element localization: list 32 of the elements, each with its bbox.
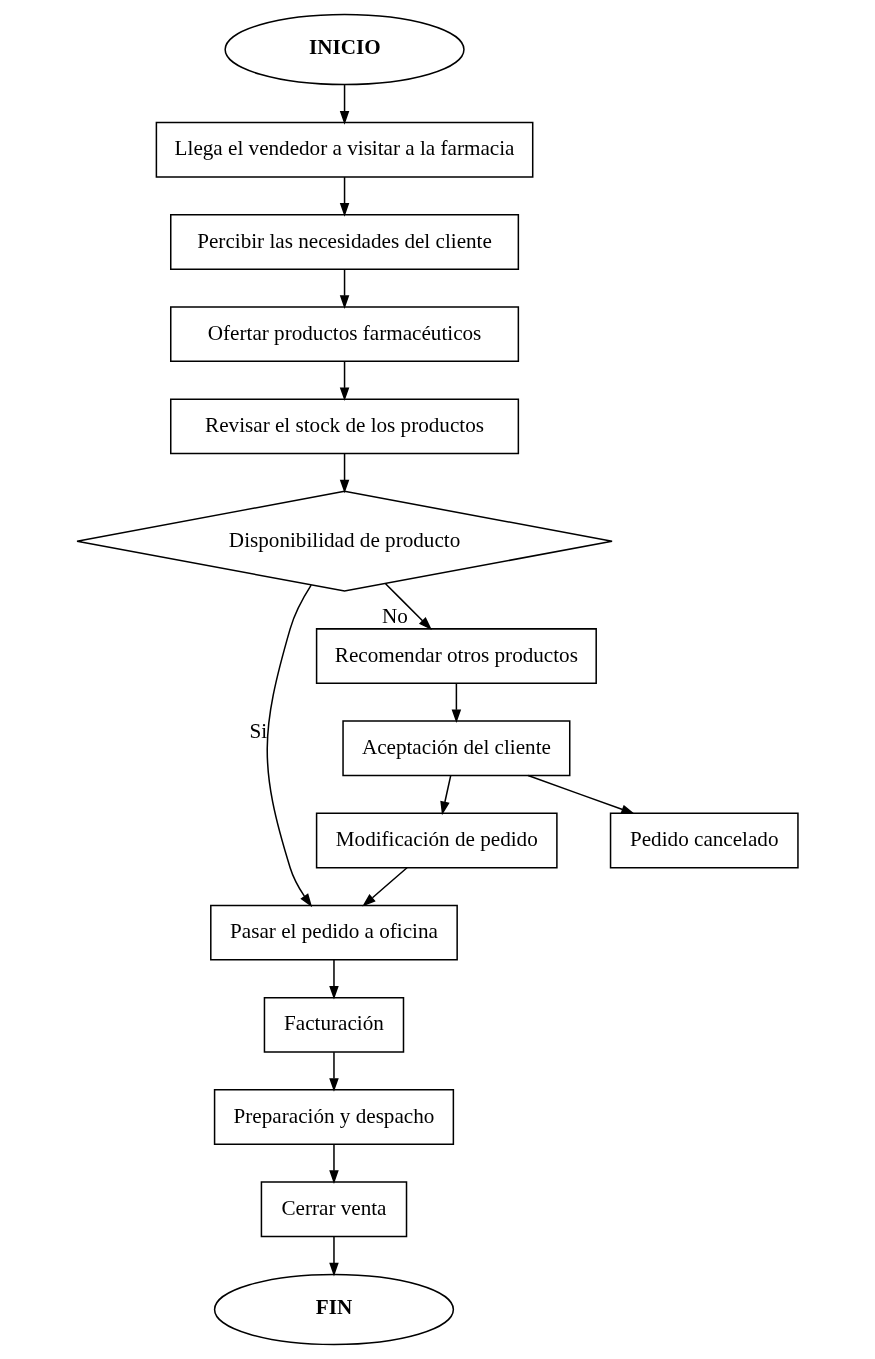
node-box: Modificación de pedido xyxy=(315,812,558,869)
node-diamond: Disponibilidad de producto xyxy=(76,490,613,592)
arrow xyxy=(329,1051,339,1092)
node-ellipse: FIN xyxy=(213,1273,455,1346)
node-box: Recomendar otros productos xyxy=(315,628,597,685)
node-box: Percibir las necesidades del cliente xyxy=(170,214,520,270)
node-box: Revisar el stock de los productos xyxy=(170,398,520,455)
arrow xyxy=(384,583,432,631)
node-box: Aceptación del cliente xyxy=(342,720,571,777)
arrow xyxy=(339,360,350,402)
edge-label: No xyxy=(381,603,408,628)
arrow xyxy=(339,176,350,217)
arrow xyxy=(451,682,462,723)
arrow xyxy=(329,1236,339,1277)
arrow xyxy=(339,453,350,494)
arrow xyxy=(329,1143,339,1184)
arrow xyxy=(527,774,635,814)
node-box: Llega el vendedor a visitar a la farmacia xyxy=(155,121,534,178)
arrow xyxy=(362,867,408,907)
node-box: Ofertar productos farmacéuticos xyxy=(170,306,520,363)
node-box: Pedido cancelado xyxy=(609,812,799,869)
arrow xyxy=(339,268,350,309)
node-box: Preparación y despacho xyxy=(213,1089,455,1145)
node-box: Cerrar venta xyxy=(260,1181,408,1238)
node-ellipse: INICIO xyxy=(224,13,465,86)
edge-label: Si xyxy=(249,718,268,743)
arrow xyxy=(329,959,339,1000)
arrow xyxy=(440,774,452,816)
arrow xyxy=(266,584,313,908)
node-box: Pasar el pedido a oficina xyxy=(210,904,458,961)
node-box: Facturación xyxy=(263,996,405,1053)
arrow xyxy=(339,84,350,125)
